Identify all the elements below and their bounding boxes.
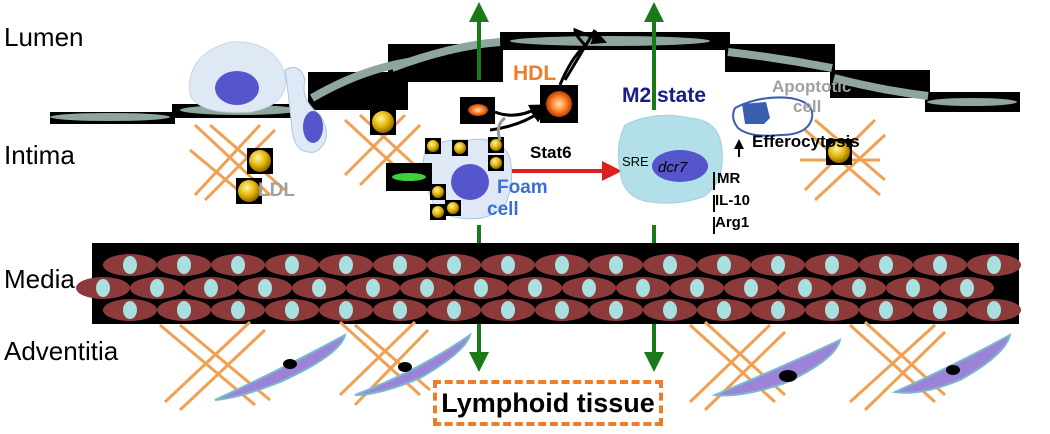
media-smooth-muscle-layer <box>76 243 1021 324</box>
foam-cell-label-line1: Foam <box>497 177 548 198</box>
efferocytosis-label: Efferocytosis <box>752 132 860 151</box>
smooth-muscle-nucleus <box>96 279 110 297</box>
smooth-muscle-nucleus <box>933 301 947 319</box>
smooth-muscle-nucleus <box>636 279 650 297</box>
hdl-cholesterol-efflux-arrows <box>489 27 607 141</box>
smooth-muscle-nucleus <box>123 301 137 319</box>
monocyte-transmigrating <box>284 67 327 153</box>
smooth-muscle-nucleus <box>177 256 191 274</box>
adventitia-fibroblasts <box>214 332 1012 401</box>
smooth-muscle-nucleus <box>474 279 488 297</box>
smooth-muscle-nucleus <box>501 256 515 274</box>
smooth-muscle-nucleus <box>960 279 974 297</box>
smooth-muscle-nucleus <box>717 256 731 274</box>
smooth-muscle-nucleus <box>555 256 569 274</box>
media-label: Media <box>4 264 75 294</box>
foam-cell <box>422 137 513 220</box>
smooth-muscle-nucleus <box>987 256 1001 274</box>
smooth-muscle-nucleus <box>285 256 299 274</box>
arg1-label: Arg1 <box>715 214 749 231</box>
fluorescent-cell-image <box>386 163 432 191</box>
smooth-muscle-nucleus <box>933 256 947 274</box>
ldl-particles <box>236 109 852 204</box>
sre-label: SRE <box>622 154 649 169</box>
lymphoid-tissue-label: Lymphoid tissue <box>441 387 655 418</box>
lumen-label: Lumen <box>4 22 84 52</box>
smooth-muscle-nucleus <box>123 256 137 274</box>
m2-state-label: M2 state <box>622 84 706 107</box>
smooth-muscle-nucleus <box>771 256 785 274</box>
smooth-muscle-nucleus <box>231 301 245 319</box>
smooth-muscle-nucleus <box>393 256 407 274</box>
smooth-muscle-nucleus <box>987 301 1001 319</box>
endothelium <box>50 32 1020 124</box>
apoptotic-cell <box>732 96 814 137</box>
smooth-muscle-nucleus <box>825 301 839 319</box>
smooth-muscle-nucleus <box>366 279 380 297</box>
adventitia-label: Adventitia <box>4 336 119 366</box>
smooth-muscle-nucleus <box>906 279 920 297</box>
smooth-muscle-nucleus <box>879 256 893 274</box>
hdl-large <box>540 85 578 123</box>
smooth-muscle-nucleus <box>879 301 893 319</box>
dcr7-label: dcr7 <box>658 159 688 176</box>
il10-label: IL-10 <box>715 192 750 209</box>
smooth-muscle-nucleus <box>717 301 731 319</box>
smooth-muscle-nucleus <box>339 301 353 319</box>
smooth-muscle-nucleus <box>258 279 272 297</box>
smooth-muscle-nucleus <box>339 256 353 274</box>
smooth-muscle-nucleus <box>204 279 218 297</box>
smooth-muscle-nucleus <box>555 301 569 319</box>
smooth-muscle-nucleus <box>690 279 704 297</box>
smooth-muscle-nucleus <box>771 301 785 319</box>
smooth-muscle-nucleus <box>447 301 461 319</box>
monocyte-adherent <box>189 41 287 113</box>
smooth-muscle-nucleus <box>501 301 515 319</box>
lymphoid-tissue-box: Lymphoid tissue <box>433 380 663 426</box>
hdl-small <box>460 97 495 124</box>
smooth-muscle-nucleus <box>744 279 758 297</box>
smooth-muscle-nucleus <box>852 279 866 297</box>
smooth-muscle-nucleus <box>528 279 542 297</box>
apoptotic-cell-label-line2: cell <box>793 97 821 116</box>
smooth-muscle-nucleus <box>420 279 434 297</box>
smooth-muscle-nucleus <box>177 301 191 319</box>
ldl-label: LDL <box>258 180 295 201</box>
foam-cell-label-line2: cell <box>487 199 519 220</box>
stat6-label: Stat6 <box>530 143 572 162</box>
smooth-muscle-nucleus <box>663 301 677 319</box>
smooth-muscle-nucleus <box>312 279 326 297</box>
smooth-muscle-nucleus <box>150 279 164 297</box>
apoptotic-cell-label-line1: Apoptotic <box>772 77 851 96</box>
smooth-muscle-nucleus <box>231 256 245 274</box>
smooth-muscle-nucleus <box>798 279 812 297</box>
smooth-muscle-nucleus <box>663 256 677 274</box>
m2-macrophage <box>617 114 723 204</box>
smooth-muscle-nucleus <box>393 301 407 319</box>
hdl-label: HDL <box>513 62 556 85</box>
smooth-muscle-nucleus <box>447 256 461 274</box>
smooth-muscle-nucleus <box>609 301 623 319</box>
smooth-muscle-nucleus <box>285 301 299 319</box>
intima-label: Intima <box>4 140 75 170</box>
smooth-muscle-nucleus <box>609 256 623 274</box>
mr-label: MR <box>717 170 740 187</box>
smooth-muscle-nucleus <box>825 256 839 274</box>
smooth-muscle-nucleus <box>582 279 596 297</box>
